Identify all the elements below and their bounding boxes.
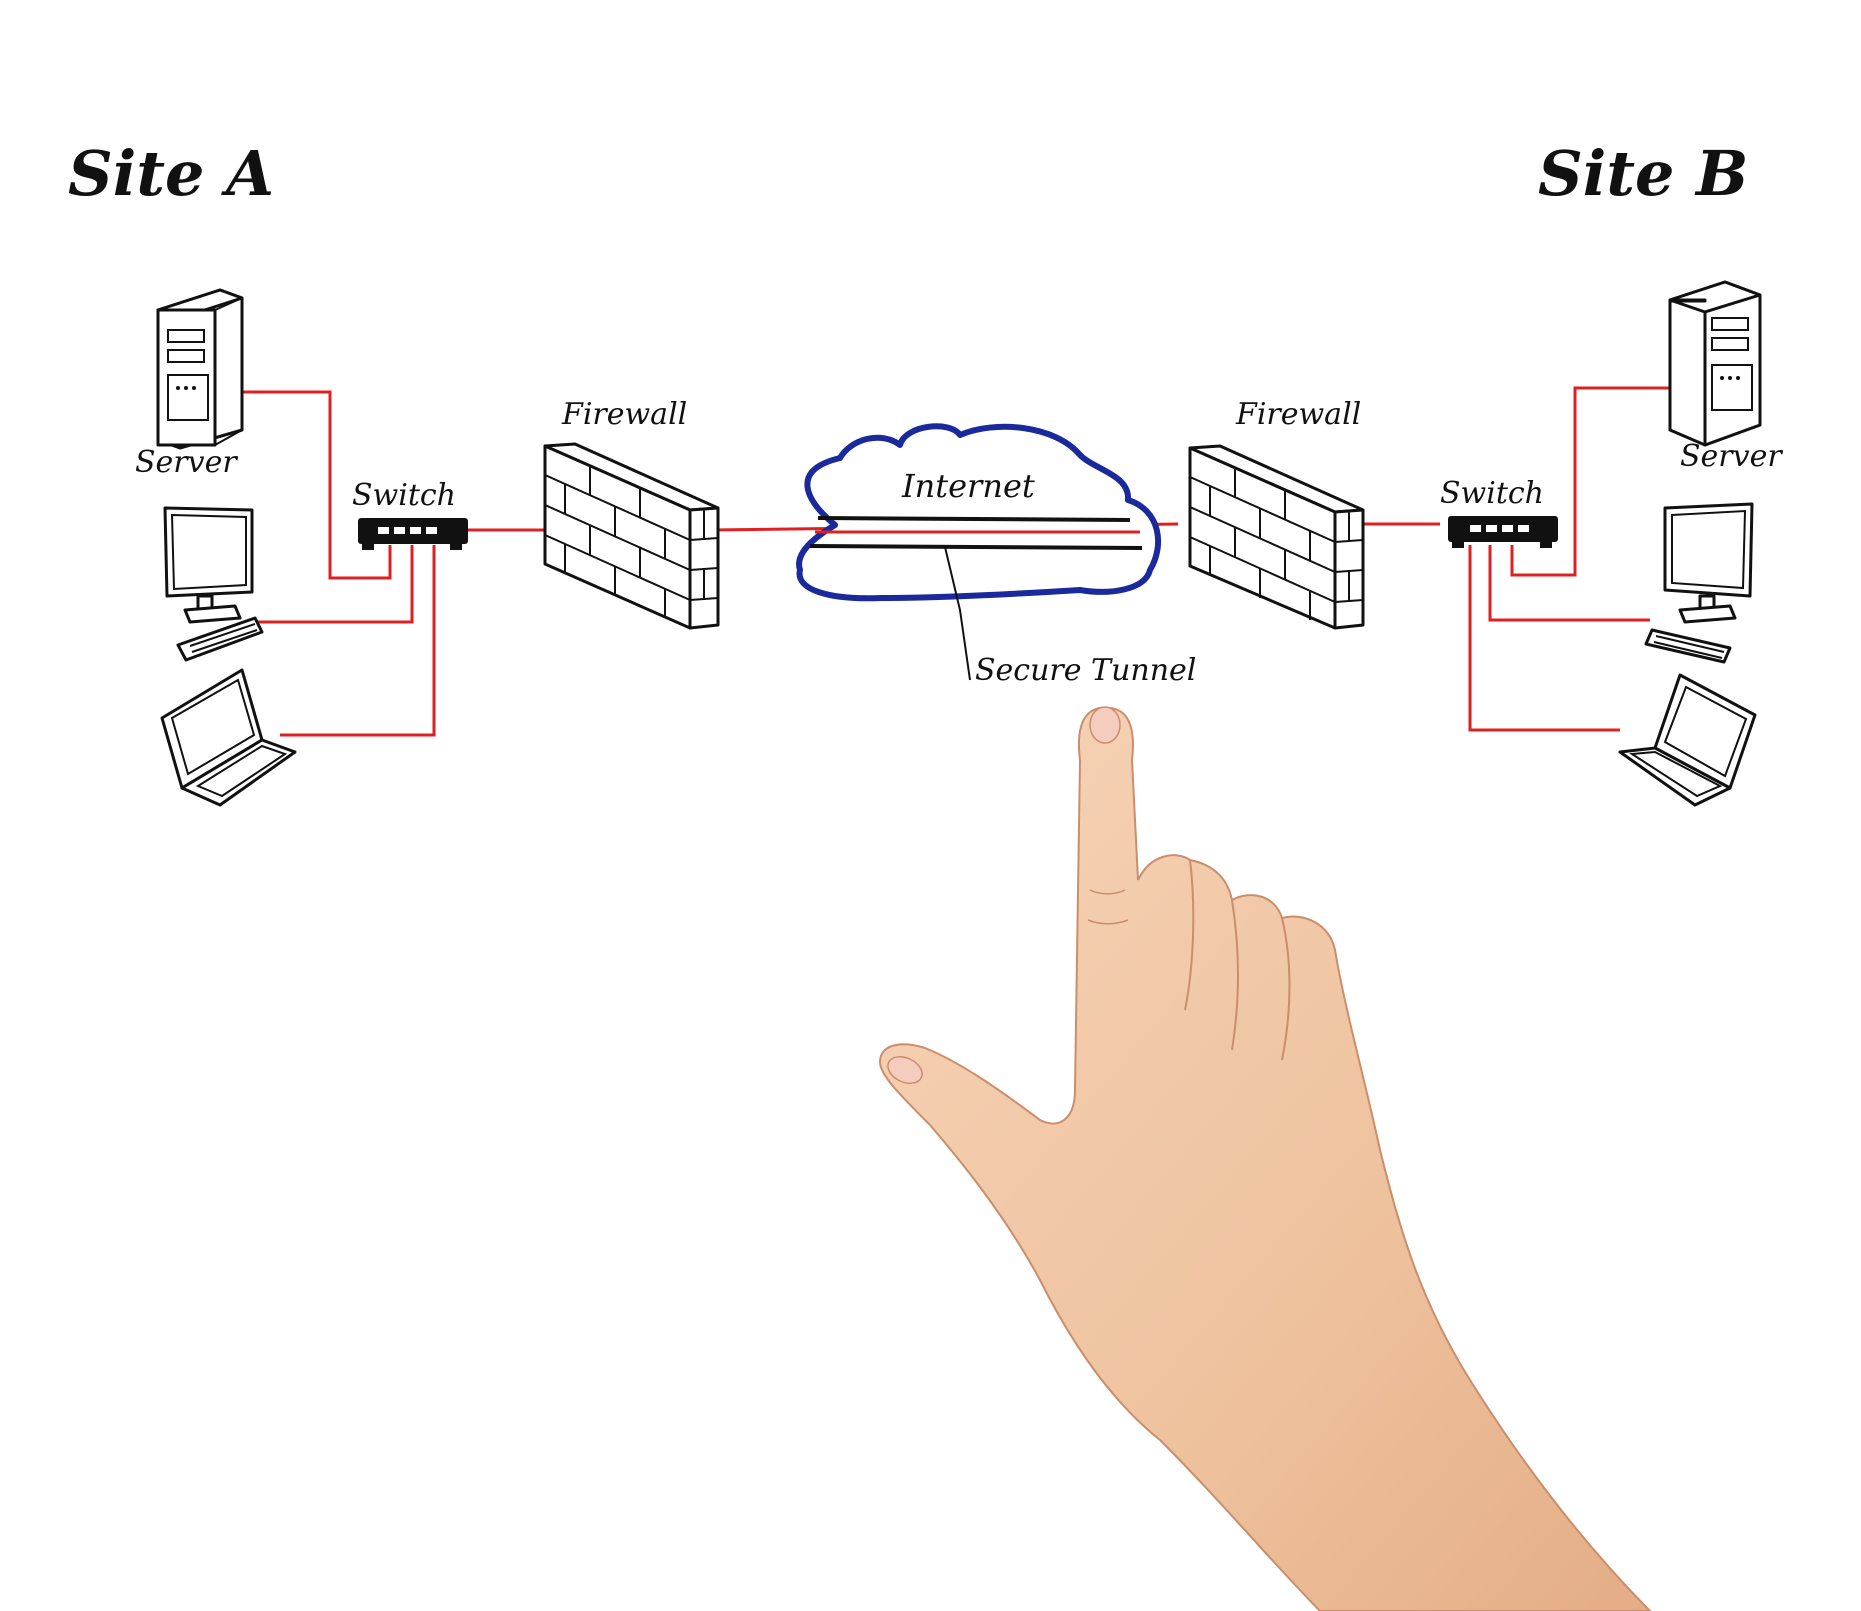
switch-b-label: Switch <box>1440 476 1544 511</box>
firewall-a-label: Firewall <box>561 397 687 432</box>
secure-tunnel-label: Secure Tunnel <box>975 653 1196 688</box>
site-b-title: Site B <box>1538 137 1748 210</box>
laptop-b-icon <box>1618 673 1757 807</box>
monitor-a-icon <box>163 506 254 624</box>
laptop-a-icon <box>160 668 297 807</box>
internet-cloud-icon <box>796 423 1161 602</box>
server-tower-a-icon <box>156 288 244 450</box>
monitor-b-icon <box>1663 502 1754 624</box>
keyboard-b-icon <box>1644 628 1732 664</box>
secure-tunnel-icon <box>809 516 1143 681</box>
keyboard-a-icon <box>176 616 264 662</box>
switch-b-icon <box>1448 516 1558 548</box>
firewall-b-icon <box>1188 444 1365 630</box>
server-a-label: Server <box>135 445 238 480</box>
pointing-hand-icon <box>878 706 1652 1611</box>
firewall-b-label: Firewall <box>1235 397 1361 432</box>
server-b-label: Server <box>1680 439 1783 474</box>
internet-label: Internet <box>901 467 1035 505</box>
firewall-a-icon <box>543 442 720 630</box>
switch-a-icon <box>358 518 468 550</box>
site-a-title: Site A <box>68 137 274 210</box>
server-tower-b-icon <box>1668 280 1762 447</box>
switch-a-label: Switch <box>352 478 456 513</box>
